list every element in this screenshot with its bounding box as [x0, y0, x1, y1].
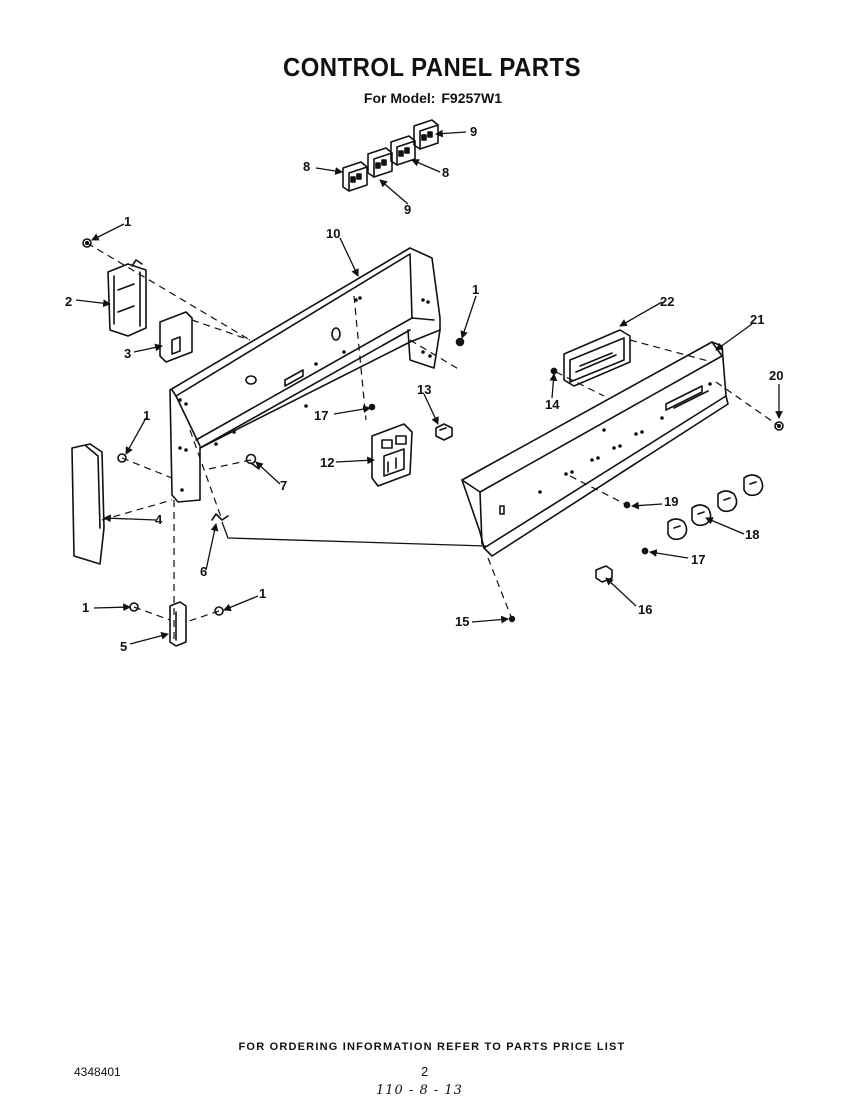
- callout-2: 2: [65, 294, 72, 309]
- callout-15: 15: [455, 614, 469, 629]
- callout-4: 4: [155, 512, 163, 527]
- screw-part-1-end: [117, 453, 127, 463]
- model-number: F9257W1: [441, 90, 503, 106]
- callout-3: 3: [124, 346, 131, 361]
- handwritten-code: 110 - 8 - 13: [376, 1083, 463, 1098]
- callout-1-lower-left: 1: [82, 600, 89, 615]
- bracket-part-2: [107, 259, 147, 337]
- screw-part-1-top: [82, 238, 92, 248]
- switch-part-8-left: [342, 161, 368, 192]
- switch-part-8-right: [390, 135, 416, 166]
- callout-13: 13: [417, 382, 431, 397]
- callout-9-right: 9: [470, 124, 477, 139]
- knob-part-18-a: [667, 518, 688, 541]
- clip-part-16: [595, 565, 613, 583]
- callout-7: 7: [280, 478, 287, 493]
- callout-9-left: 9: [404, 202, 411, 217]
- screw-part-17: [641, 547, 649, 555]
- callout-21: 21: [750, 312, 764, 327]
- clip-part-5: [169, 601, 187, 647]
- callout-6: 6: [200, 564, 207, 579]
- control-panel-frame: [169, 247, 441, 503]
- screw-part-17-frame: [368, 403, 376, 411]
- model-label: For Model:: [363, 90, 436, 106]
- callout-8-left: 8: [303, 159, 310, 174]
- callout-5: 5: [120, 639, 127, 654]
- screw-part-7: [245, 453, 260, 470]
- callout-14: 14: [545, 397, 560, 412]
- knob-part-18-b: [691, 504, 712, 527]
- callout-22: 22: [660, 294, 674, 309]
- timer-part-12: [371, 423, 413, 487]
- callout-1-frame: 1: [472, 282, 479, 297]
- screw-part-14: [550, 367, 558, 375]
- bulb-holder-part-13: [435, 423, 453, 441]
- callout-18: 18: [745, 527, 759, 542]
- display-board-part-22: [563, 329, 631, 387]
- connector-wire-line: [221, 521, 487, 547]
- callout-10: 10: [326, 226, 340, 241]
- callout-12: 12: [320, 455, 334, 470]
- switch-part-9-right: [413, 119, 439, 150]
- screw-part-1-lower-right: [214, 606, 224, 616]
- callout-20: 20: [769, 368, 783, 383]
- callout-1-lower-right: 1: [259, 586, 266, 601]
- end-cap-part-4: [71, 443, 105, 565]
- callout-8-right: 8: [442, 165, 449, 180]
- knob-part-18-c: [717, 490, 738, 513]
- callout-16: 16: [638, 602, 652, 617]
- knob-part-18-d: [743, 474, 764, 497]
- clip-part-6: [211, 513, 229, 521]
- page-number: 2: [421, 1064, 429, 1079]
- callout-1-end: 1: [143, 408, 150, 423]
- page-title: CONTROL PANEL PARTS: [282, 52, 582, 82]
- callout-17-frame: 17: [314, 408, 328, 423]
- callout-1-top: 1: [124, 214, 131, 229]
- bracket-part-3: [159, 311, 193, 363]
- switch-part-9-left: [367, 147, 393, 178]
- model-subtitle: For Model: F9257W1: [0, 90, 864, 106]
- assembly-lines: [86, 242, 780, 640]
- document-number: 4348401: [74, 1065, 121, 1079]
- control-panel-part-21: [461, 341, 729, 557]
- callout-19: 19: [664, 494, 678, 509]
- callout-17: 17: [691, 552, 705, 567]
- ordering-note: FOR ORDERING INFORMATION REFER TO PARTS …: [238, 1041, 626, 1053]
- leader-arrows: [75, 129, 783, 645]
- screw-part-1-frame: [455, 337, 465, 347]
